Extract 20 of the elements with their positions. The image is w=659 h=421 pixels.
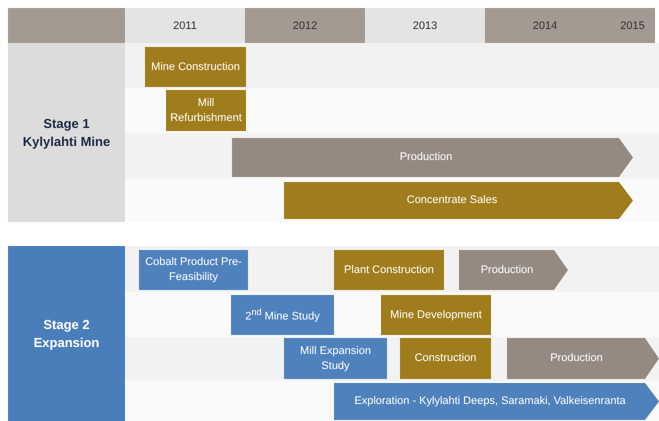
stage-label-cell: Stage 1 Kylylahti Mine bbox=[8, 43, 125, 222]
task-bar: 2$^{nd}$ Mine Study bbox=[231, 295, 334, 335]
year-header-cell: 2013 bbox=[365, 8, 485, 43]
task-bar: Mill Refurbishment bbox=[166, 90, 246, 131]
task-bar: Mine Construction bbox=[145, 47, 246, 87]
pointed-phase-bar: Production bbox=[507, 338, 659, 379]
pointed-phase-bar: Production bbox=[459, 250, 568, 290]
task-bar: Mine Development bbox=[381, 295, 491, 335]
stage-label-cell: Stage 2 Expansion bbox=[8, 246, 125, 421]
year-label: 2014 bbox=[532, 18, 558, 34]
pointed-phase-bar: Production bbox=[232, 138, 633, 177]
year-label: 2015 bbox=[619, 18, 646, 34]
pointed-phase-bar: Concentrate Sales bbox=[284, 182, 633, 219]
pointed-phase-bar: Exploration - Kylylahti Deeps, Saramaki, Valkeisenranta bbox=[334, 383, 659, 420]
task-bar: Cobalt Product Pre-Feasibility bbox=[139, 250, 248, 290]
task-bar: Mill Expansion Study bbox=[284, 338, 387, 379]
year-header-cell: 2011 bbox=[125, 8, 245, 43]
year-header-cell: 2012 bbox=[245, 8, 365, 43]
task-bar: Plant Construction bbox=[334, 250, 444, 290]
task-bar: Construction bbox=[400, 338, 491, 379]
